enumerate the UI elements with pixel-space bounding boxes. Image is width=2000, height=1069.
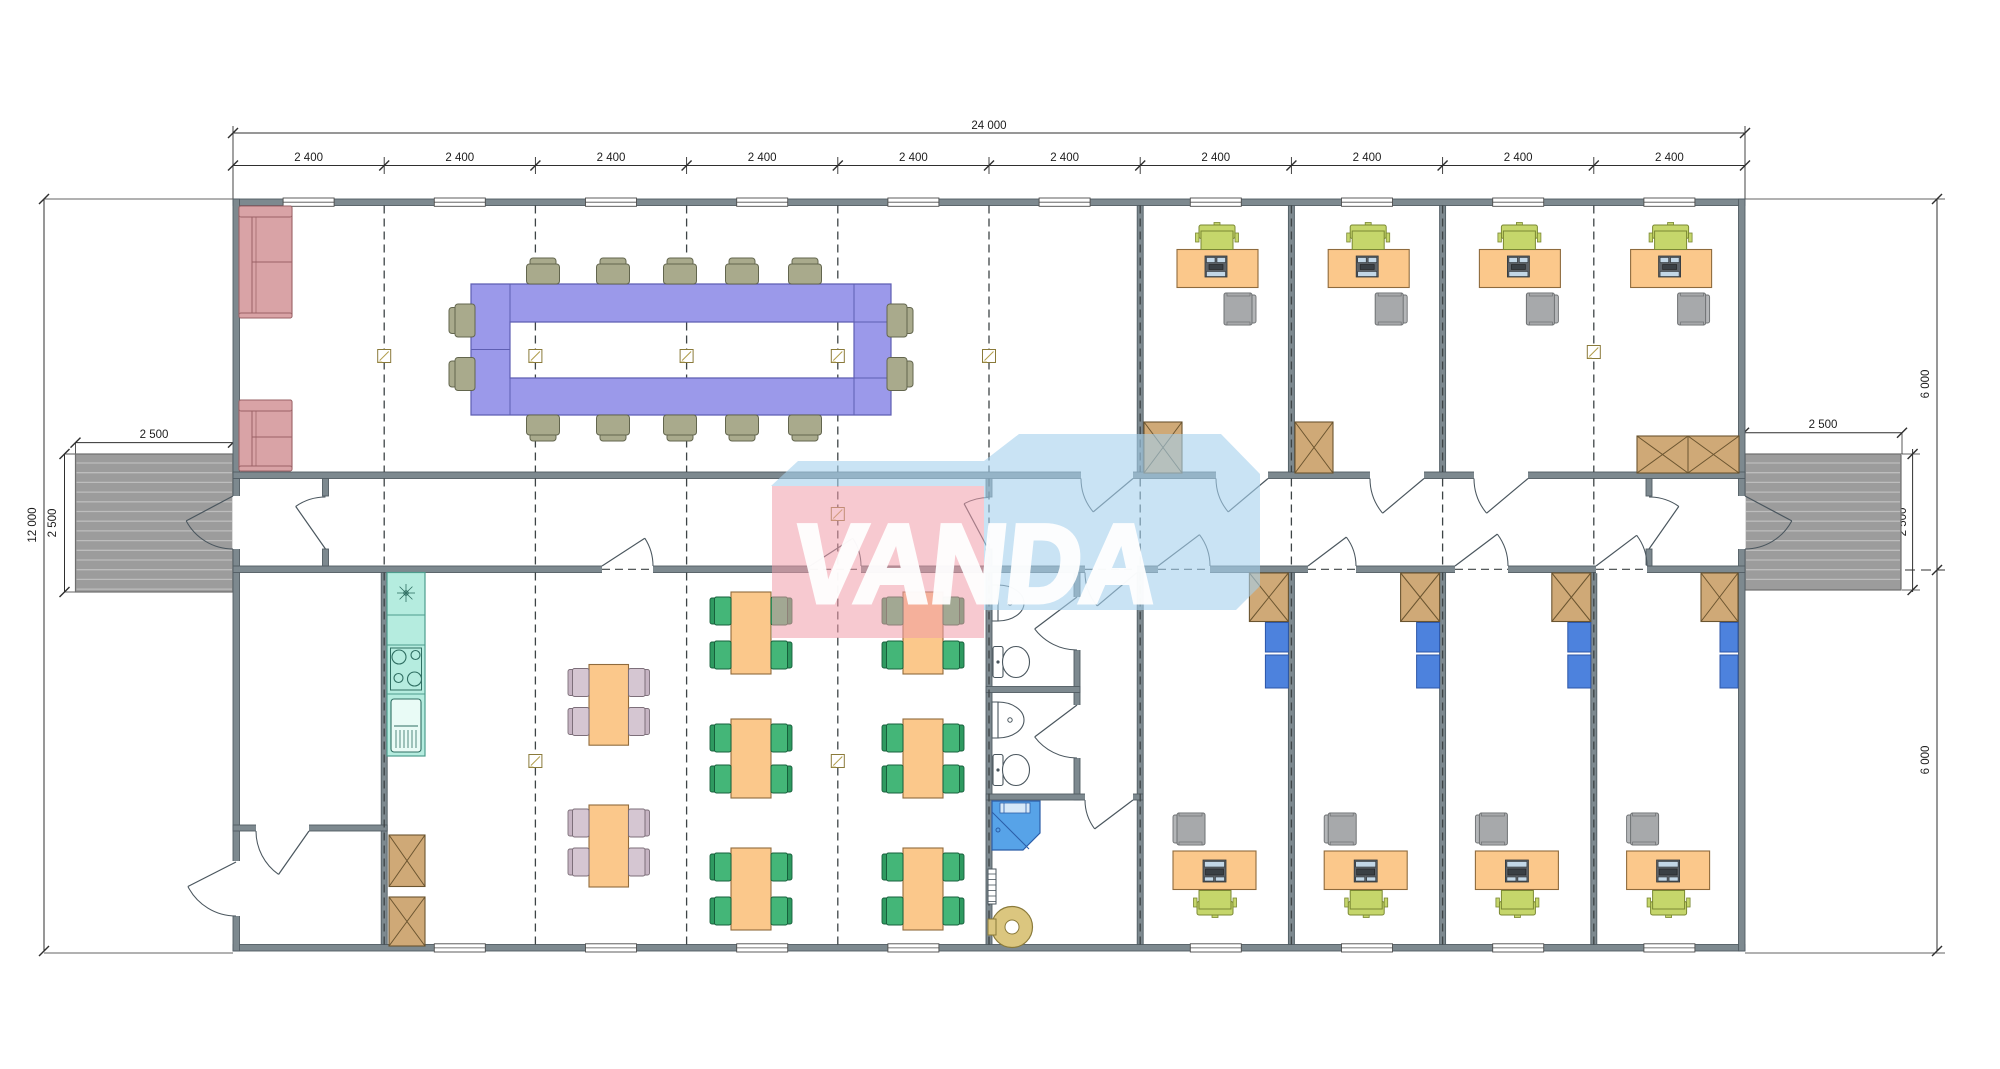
svg-text:2 400: 2 400 [748,152,777,164]
svg-text:2 500: 2 500 [140,429,169,441]
svg-text:2 400: 2 400 [597,152,626,164]
svg-text:2 500: 2 500 [1809,419,1838,431]
svg-text:2 400: 2 400 [1201,152,1230,164]
svg-text:2 400: 2 400 [1050,152,1079,164]
svg-text:2 400: 2 400 [1504,152,1533,164]
svg-text:6 000: 6 000 [1920,746,1932,775]
svg-text:2 400: 2 400 [1655,152,1684,164]
svg-text:2 400: 2 400 [294,152,323,164]
svg-text:2 400: 2 400 [1353,152,1382,164]
svg-text:2 400: 2 400 [445,152,474,164]
svg-text:2 500: 2 500 [47,509,59,538]
svg-text:2 400: 2 400 [899,152,928,164]
svg-text:VANDA: VANDA [788,501,1163,626]
svg-text:6 000: 6 000 [1920,370,1932,399]
svg-text:24 000: 24 000 [971,120,1006,132]
svg-text:12 000: 12 000 [27,507,39,542]
